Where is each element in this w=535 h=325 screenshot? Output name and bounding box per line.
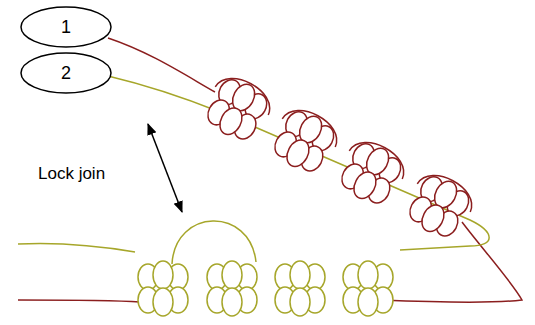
rope-1 — [18, 300, 140, 302]
callout-ellipse: 1 — [20, 6, 112, 48]
rope-2 — [18, 243, 135, 252]
callout-ellipse: 2 — [20, 52, 112, 94]
rope-2 — [172, 221, 256, 264]
annotation-label: Lock join — [36, 164, 107, 184]
rope-2 — [108, 76, 489, 250]
rope-1 — [108, 38, 215, 92]
indicator-arrow — [148, 124, 182, 212]
callout-number: 2 — [20, 52, 112, 94]
callout-number: 1 — [20, 6, 112, 48]
